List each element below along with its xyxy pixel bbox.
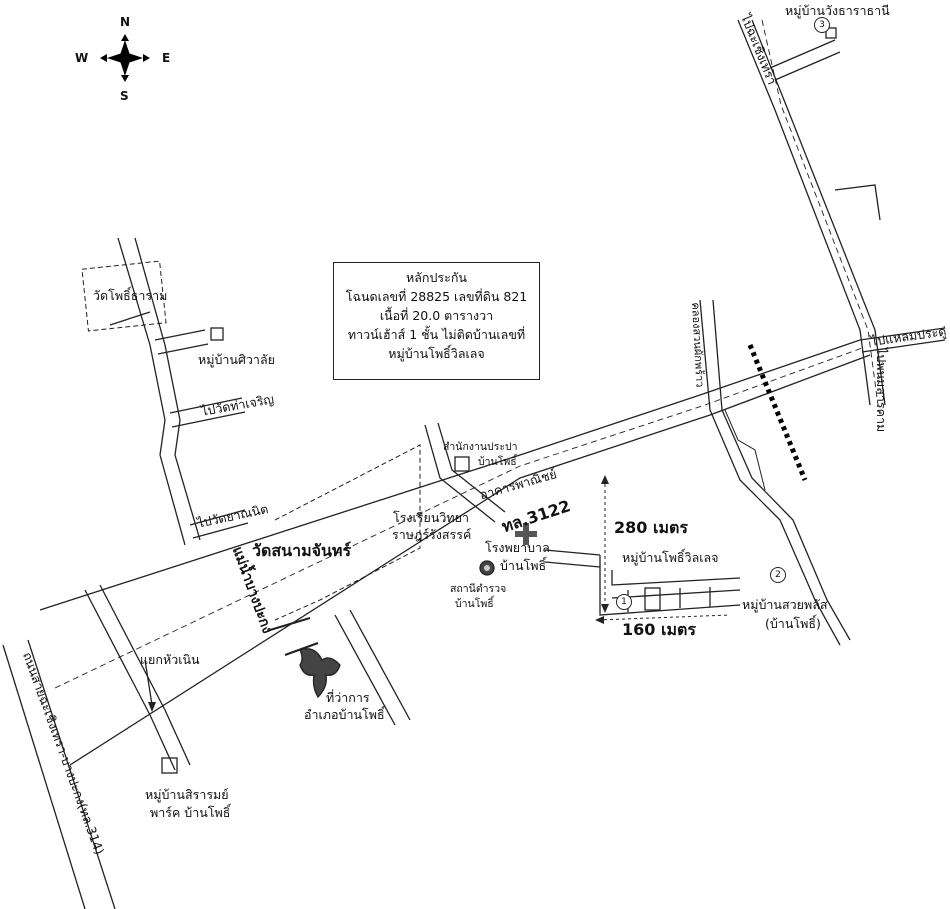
- label-police-1: สถานีตำรวจ: [450, 583, 507, 595]
- label-water-office-2: บ้านโพธิ์: [478, 456, 517, 468]
- compass-south: S: [120, 89, 129, 103]
- road-suan-plus: [699, 299, 851, 646]
- info-line-area: เนื้อที่ 20.0 ตารางวา: [379, 308, 494, 323]
- label-hospital-2: บ้านโพธิ์: [500, 558, 547, 573]
- label-distance-280: 280 เมตร: [614, 518, 688, 537]
- road-phanom-sarakham: [737, 19, 886, 406]
- label-district-office-1: ที่ว่าการ: [326, 690, 370, 705]
- label-sirarom-1: หมู่บ้านสิรารมย์: [145, 787, 229, 802]
- collateral-info-box: หลักประกัน โฉนดเลขที่ 28825 เลขที่ดิน 82…: [333, 262, 540, 380]
- label-district-office-2: อำเภอบ้านโพธิ์: [304, 707, 385, 722]
- label-school-2: ราษฎร์รังสรรค์: [392, 527, 472, 542]
- label-pho-village: หมู่บ้านโพธิ์วิลเลจ: [622, 550, 719, 565]
- compass-rose: [100, 34, 150, 82]
- label-hospital-1: โรงพยาบาล: [485, 540, 550, 555]
- compass-west: W: [75, 51, 89, 65]
- label-wat-sanam-chan: วัดสนามจันทร์: [252, 541, 352, 560]
- road-water-office: [424, 422, 506, 523]
- road-314: [2, 639, 116, 909]
- info-line-type: ทาวน์เฮ้าส์ 1 ชั้น ไม่ติดบ้านเลขที่: [347, 327, 526, 342]
- label-distance-160: 160 เมตร: [622, 620, 696, 639]
- label-suan-plus-2: (บ้านโพธิ์): [765, 616, 821, 631]
- label-to-phanom-sarakham: ไปพนมสารคาม: [874, 348, 889, 433]
- highway-3122: [39, 339, 871, 766]
- marker-1: 1: [616, 594, 632, 610]
- label-suan-plus-1: หมู่บ้านสวยพลัส: [742, 597, 828, 612]
- compass-north: N: [120, 15, 131, 29]
- label-school-1: โรงเรียนวิทยา: [393, 510, 469, 525]
- road-hua-noen: [84, 584, 191, 771]
- info-line-deed: โฉนดเลขที่ 28825 เลขที่ดิน 821: [345, 289, 528, 304]
- label-wat-pho-tharam: วัดโพธิ์ธาราม: [93, 288, 168, 303]
- marker-3: 3: [814, 17, 830, 33]
- label-water-office-1: สำนักงานประปา: [443, 441, 518, 453]
- marker-2: 2: [770, 567, 786, 583]
- label-wang-tharathani: หมู่บ้านวังธาราธานี: [785, 3, 890, 18]
- label-yaek-hua-noen: แยกหัวเนิน: [140, 652, 200, 667]
- label-police-2: บ้านโพธิ์: [455, 598, 494, 610]
- label-sirarom-2: พาร์ค บ้านโพธิ์: [150, 805, 231, 820]
- info-line-village: หมู่บ้านโพธิ์วิลเลจ: [388, 346, 485, 361]
- road-wat-pho-tharam: [109, 237, 249, 546]
- info-line-title: หลักประกัน: [406, 270, 467, 285]
- compass-east: E: [162, 51, 171, 65]
- label-siwalai: หมู่บ้านศิวาลัย: [198, 352, 275, 367]
